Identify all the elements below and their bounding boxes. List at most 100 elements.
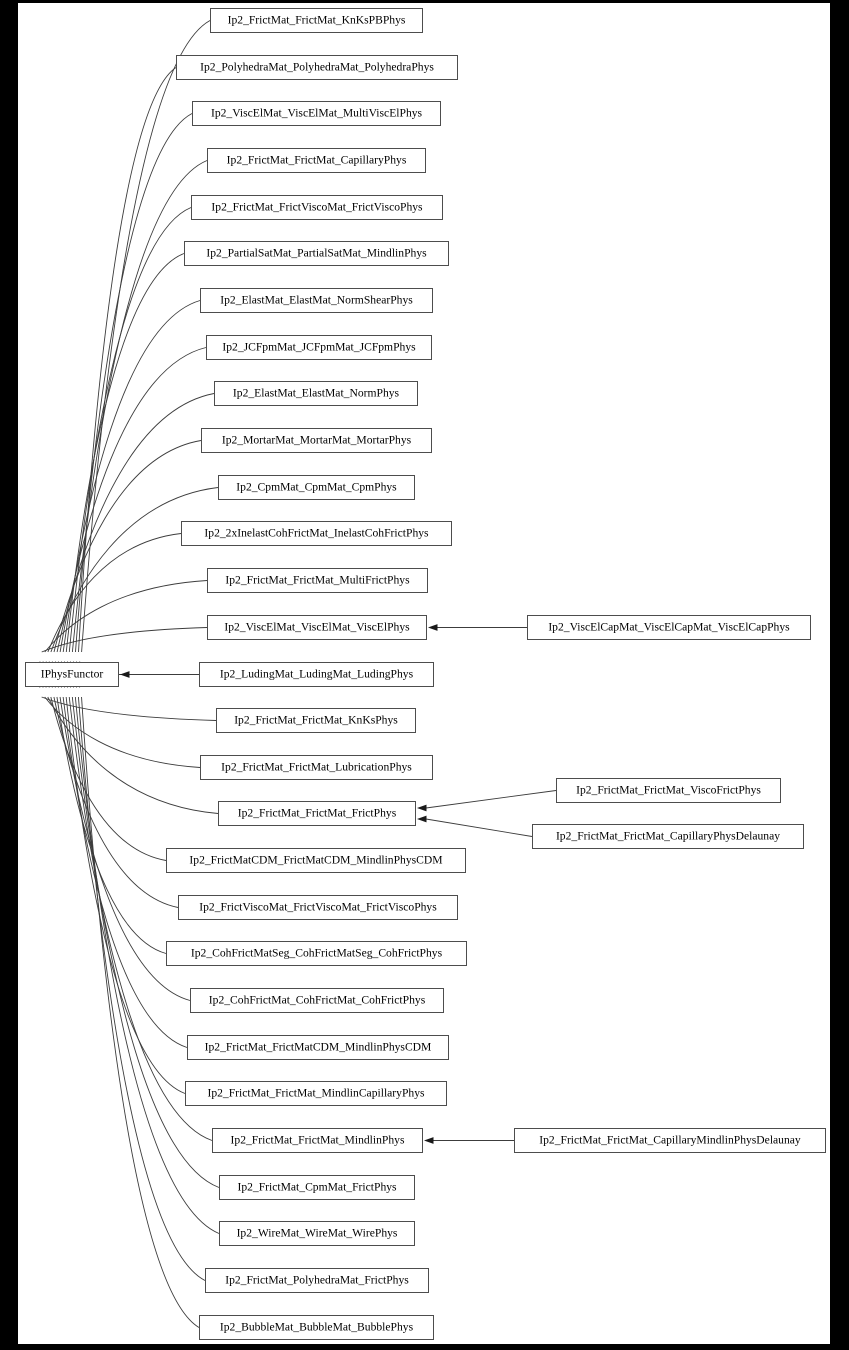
inheritance-edge [50, 487, 219, 653]
node-box[interactable] [219, 1221, 415, 1246]
node-box[interactable] [199, 1315, 434, 1340]
arrowhead [428, 624, 438, 631]
node-label: Ip2_FrictMat_FrictMat_KnKsPBPhys [228, 14, 406, 27]
node-ip2_frictmat_frictmat_multifrictphys[interactable]: Ip2_FrictMat_FrictMat_MultiFrictPhys [207, 568, 428, 593]
node-label: Ip2_FrictViscoMat_FrictViscoMat_FrictVis… [199, 901, 437, 914]
node-ip2_frictviscomat_frictviscomat_frictviscophys[interactable]: Ip2_FrictViscoMat_FrictViscoMat_FrictVis… [178, 895, 458, 920]
node-box[interactable] [216, 708, 416, 733]
node-ip2_mortarmat_mortarmat_mortarphys[interactable]: Ip2_MortarMat_MortarMat_MortarPhys [201, 428, 432, 453]
node-label: Ip2_CohFrictMat_CohFrictMat_CohFrictPhys [209, 994, 426, 1007]
node-ip2_viscelcapmat_viscelcapmat_viscelcapphys[interactable]: Ip2_ViscElCapMat_ViscElCapMat_ViscElCapP… [527, 615, 811, 640]
node-box[interactable] [218, 801, 416, 826]
node-ip2_bubblemat_bubblemat_bubblephys[interactable]: Ip2_BubbleMat_BubbleMat_BubblePhys [199, 1315, 434, 1340]
inheritance-edge [53, 696, 179, 908]
node-label: Ip2_ViscElMat_ViscElMat_ViscElPhys [224, 621, 410, 634]
node-ip2_frictmat_frictmat_capillaryphysdelaunay[interactable]: Ip2_FrictMat_FrictMat_CapillaryPhysDelau… [532, 824, 804, 849]
node-ip2_cpmmat_cpmmat_cpmphys[interactable]: Ip2_CpmMat_CpmMat_CpmPhys [218, 475, 415, 500]
node-box[interactable] [181, 521, 452, 546]
node-ip2_frictmat_polyhedramat_frictphys[interactable]: Ip2_FrictMat_PolyhedraMat_FrictPhys [205, 1268, 429, 1293]
node-box[interactable] [178, 895, 458, 920]
inheritance-edge [425, 818, 533, 837]
inheritance-edge [41, 627, 208, 653]
node-box[interactable] [192, 101, 441, 126]
node-label: IPhysFunctor [41, 668, 104, 681]
inheritance-edge [425, 790, 557, 809]
node-label: Ip2_FrictMat_FrictMat_ViscoFrictPhys [576, 784, 761, 797]
node-box[interactable] [191, 195, 443, 220]
node-ip2_frictmat_frictmat_frictphys[interactable]: Ip2_FrictMat_FrictMat_FrictPhys [218, 801, 416, 826]
node-label: Ip2_JCFpmMat_JCFpmMat_JCFpmPhys [222, 341, 416, 354]
node-label: Ip2_WireMat_WireMat_WirePhys [237, 1227, 398, 1240]
node-label: Ip2_FrictMat_FrictViscoMat_FrictViscoPhy… [211, 201, 423, 214]
node-box[interactable] [184, 241, 449, 266]
node-ip2_frictmat_frictmat_knksphys[interactable]: Ip2_FrictMat_FrictMat_KnKsPhys [216, 708, 416, 733]
node-ip2_frictmat_frictmat_mindlinphys[interactable]: Ip2_FrictMat_FrictMat_MindlinPhys [212, 1128, 423, 1153]
node-box[interactable] [199, 662, 434, 687]
node-box[interactable] [532, 824, 804, 849]
node-box[interactable] [25, 662, 119, 687]
node-box[interactable] [200, 755, 433, 780]
node-ip2_frictmat_frictmatcdm_mindlinphyscdm[interactable]: Ip2_FrictMat_FrictMatCDM_MindlinPhysCDM [187, 1035, 449, 1060]
node-box[interactable] [214, 381, 418, 406]
node-ip2_frictmat_frictmat_capillaryphys[interactable]: Ip2_FrictMat_FrictMat_CapillaryPhys [207, 148, 426, 173]
node-box[interactable] [166, 848, 466, 873]
node-box[interactable] [187, 1035, 449, 1060]
node-box[interactable] [166, 941, 467, 966]
node-ip2_frictmat_frictmat_mindlincapillaryphys[interactable]: Ip2_FrictMat_FrictMat_MindlinCapillaryPh… [185, 1081, 447, 1106]
node-label: Ip2_FrictMat_FrictMatCDM_MindlinPhysCDM [205, 1041, 432, 1054]
inheritance-edge [68, 696, 213, 1141]
node-box[interactable] [207, 568, 428, 593]
node-layer: IPhysFunctor Ip2_FrictMat_FrictMat_KnKsPB… [25, 8, 826, 1340]
node-label: Ip2_ViscElCapMat_ViscElCapMat_ViscElCapP… [548, 621, 790, 634]
node-label: Ip2_FrictMat_FrictMat_MultiFrictPhys [225, 574, 410, 587]
node-ip2_frictmat_frictmat_knkspbphys[interactable]: Ip2_FrictMat_FrictMat_KnKsPBPhys [210, 8, 423, 33]
node-ip2_frictmat_frictviscomat_frictviscophys[interactable]: Ip2_FrictMat_FrictViscoMat_FrictViscoPhy… [191, 195, 443, 220]
node-ip2_wiremat_wiremat_wirephys[interactable]: Ip2_WireMat_WireMat_WirePhys [219, 1221, 415, 1246]
diagram-canvas: IPhysFunctor Ip2_FrictMat_FrictMat_KnKsPB… [18, 3, 830, 1344]
node-ip2_jcfpmmat_jcfpmmat_jcfpmphys[interactable]: Ip2_JCFpmMat_JCFpmMat_JCFpmPhys [206, 335, 432, 360]
inheritance-edge [65, 696, 186, 1094]
node-box[interactable] [176, 55, 458, 80]
node-label: Ip2_BubbleMat_BubbleMat_BubblePhys [220, 1321, 414, 1334]
node-box[interactable] [218, 475, 415, 500]
node-ip2_viscelmat_viscelmat_multiviscelphys[interactable]: Ip2_ViscElMat_ViscElMat_MultiViscElPhys [192, 101, 441, 126]
node-box[interactable] [205, 1268, 429, 1293]
inheritance-edge [62, 696, 188, 1048]
node-label: Ip2_2xInelastCohFrictMat_InelastCohFrict… [204, 527, 429, 540]
node-ip2_partialsatmat_partialsatmat_mindlinphys[interactable]: Ip2_PartialSatMat_PartialSatMat_MindlinP… [184, 241, 449, 266]
node-ip2_ludingmat_ludingmat_ludingphys[interactable]: Ip2_LudingMat_LudingMat_LudingPhys [199, 662, 434, 687]
node-box[interactable] [200, 288, 433, 313]
node-box[interactable] [207, 615, 427, 640]
node-box[interactable] [207, 148, 426, 173]
node-label: Ip2_ElastMat_ElastMat_NormShearPhys [220, 294, 413, 307]
node-label: Ip2_FrictMat_FrictMat_MindlinCapillaryPh… [207, 1087, 425, 1100]
node-ip2_frictmat_frictmat_lubricationphys[interactable]: Ip2_FrictMat_FrictMat_LubricationPhys [200, 755, 433, 780]
node-ip2_elastmat_elastmat_normphys[interactable]: Ip2_ElastMat_ElastMat_NormPhys [214, 381, 418, 406]
node-box[interactable] [219, 1175, 415, 1200]
node-ip2_cohfrictmat_cohfrictmat_cohfrictphys[interactable]: Ip2_CohFrictMat_CohFrictMat_CohFrictPhys [190, 988, 444, 1013]
node-box[interactable] [556, 778, 781, 803]
node-ip2_cohfrictmatseg_cohfrictmatseg_cohfrictphys[interactable]: Ip2_CohFrictMatSeg_CohFrictMatSeg_CohFri… [166, 941, 467, 966]
node-ip2_frictmat_frictmat_capillarymindlinphysdelaunay[interactable]: Ip2_FrictMat_FrictMat_CapillaryMindlinPh… [514, 1128, 826, 1153]
node-box[interactable] [210, 8, 423, 33]
node-box[interactable] [185, 1081, 447, 1106]
node-ip2_polyhedramat_polyhedramat_polyhedraphys[interactable]: Ip2_PolyhedraMat_PolyhedraMat_PolyhedraP… [176, 55, 458, 80]
node-ip2_2xinelastcohfrictmat_inelastcohfrictphys[interactable]: Ip2_2xInelastCohFrictMat_InelastCohFrict… [181, 521, 452, 546]
node-ip2_viscelmat_viscelmat_viscelphys[interactable]: Ip2_ViscElMat_ViscElMat_ViscElPhys [207, 615, 427, 640]
node-box[interactable] [201, 428, 432, 453]
node-box[interactable] [206, 335, 432, 360]
node-box[interactable] [527, 615, 811, 640]
node-box[interactable] [190, 988, 444, 1013]
inheritance-edge [47, 533, 182, 653]
node-ip2_elastmat_elastmat_normshearphys[interactable]: Ip2_ElastMat_ElastMat_NormShearPhys [200, 288, 433, 313]
arrowhead [424, 1137, 434, 1144]
node-label: Ip2_CohFrictMatSeg_CohFrictMatSeg_CohFri… [191, 947, 443, 960]
node-ip2_frictmat_cpmmat_frictphys[interactable]: Ip2_FrictMat_CpmMat_FrictPhys [219, 1175, 415, 1200]
node-box[interactable] [514, 1128, 826, 1153]
node-iphysfunctor[interactable]: IPhysFunctor [25, 662, 119, 687]
node-ip2_frictmat_frictmat_viscofrictphys[interactable]: Ip2_FrictMat_FrictMat_ViscoFrictPhys [556, 778, 781, 803]
node-ip2_frictmatcdm_frictmatcdm_mindlinphyscdm[interactable]: Ip2_FrictMatCDM_FrictMatCDM_MindlinPhysC… [166, 848, 466, 873]
node-box[interactable] [212, 1128, 423, 1153]
inheritance-edge [78, 67, 177, 653]
